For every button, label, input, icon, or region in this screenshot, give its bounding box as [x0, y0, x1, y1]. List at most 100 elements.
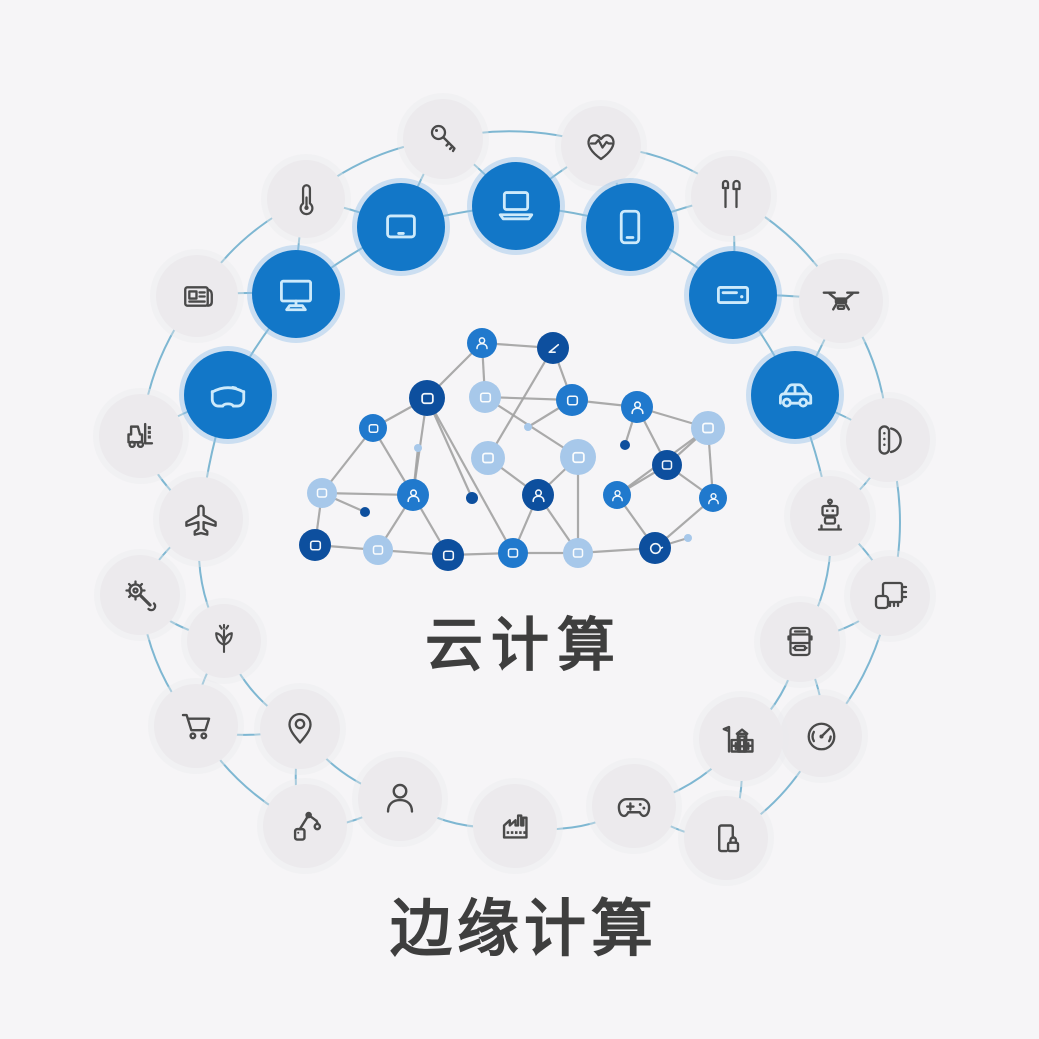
key-node [403, 99, 483, 179]
person-glyph-icon [707, 492, 719, 504]
monitor-icon [280, 279, 312, 312]
drone-node [799, 259, 883, 343]
cloud-node [432, 539, 464, 571]
cloud-node [299, 529, 331, 561]
heart-pulse-node [561, 106, 641, 186]
heart-pulse-icon [587, 134, 615, 161]
location-pin-node [260, 689, 340, 769]
game-controller-icon [617, 798, 651, 818]
tools-icon [721, 179, 741, 209]
cloud-node [560, 439, 596, 475]
car-icon [779, 383, 813, 408]
cloud-computing-label: 云计算 [424, 613, 624, 678]
slash-glyph-icon [547, 343, 559, 353]
crop-plant-node [187, 604, 261, 678]
server-node [689, 251, 777, 339]
smartphone-icon [619, 209, 641, 245]
smartwatch-icon [878, 425, 902, 455]
gear-wrench-node [100, 555, 180, 635]
square-glyph-icon [572, 548, 584, 558]
cloud-node [414, 444, 422, 452]
chip-icon [874, 581, 908, 610]
edge-computing-label: 边缘计算 [389, 895, 659, 964]
vr-headset-icon [210, 386, 246, 408]
location-pin-icon [288, 712, 312, 744]
cloud-node [621, 391, 653, 423]
airplane-icon [185, 504, 217, 536]
smartphone-node [586, 183, 674, 271]
person-icon [386, 783, 414, 813]
cloud-node [467, 328, 497, 358]
cloud-node [471, 441, 505, 475]
cloud-edge [426, 397, 514, 554]
square-glyph-icon [661, 460, 673, 470]
square-glyph-icon [372, 545, 384, 555]
cloud-node [563, 538, 593, 568]
cloud-node [469, 381, 501, 413]
drone-icon [822, 291, 860, 311]
square-glyph-icon [309, 539, 321, 551]
cloud-node [603, 481, 631, 509]
crop-plant-icon [215, 623, 233, 654]
factory-node [473, 784, 557, 868]
square-glyph-icon [479, 391, 491, 403]
robot-arm-icon [293, 811, 322, 841]
server-icon [717, 286, 749, 304]
robot-arm-node [263, 784, 347, 868]
square-glyph-icon [420, 392, 434, 404]
cloud-node [307, 478, 337, 508]
tablet-node [357, 183, 445, 271]
game-controller-node [592, 764, 676, 848]
cloud-node [522, 479, 554, 511]
forklift-node [99, 394, 183, 478]
square-glyph-icon [507, 548, 519, 558]
square-glyph-icon [482, 452, 494, 464]
cloud-node [537, 332, 569, 364]
square-glyph-icon [566, 394, 578, 406]
robot-node [790, 476, 870, 556]
robot-icon [817, 498, 843, 531]
tablet-icon [386, 214, 416, 239]
document-lock-icon [718, 824, 740, 853]
thermometer-icon [299, 183, 313, 215]
shopping-cart-node [154, 684, 238, 768]
square-glyph-icon [316, 488, 328, 498]
gauge-icon [807, 722, 835, 750]
cloud-node [397, 479, 429, 511]
newspaper-node [156, 255, 238, 337]
cloud-node [639, 532, 671, 564]
person-glyph-icon [531, 488, 545, 502]
person-glyph-icon [406, 488, 420, 502]
bus-icon [787, 626, 813, 657]
square-glyph-icon [442, 549, 454, 561]
person-glyph-icon [630, 400, 644, 414]
cloud-node [409, 380, 445, 416]
gear-wrench-icon [125, 580, 157, 612]
square-glyph-icon [368, 423, 378, 433]
cloud-node [556, 384, 588, 416]
circle-glyph-icon [649, 542, 663, 554]
school-icon [722, 725, 754, 753]
square-glyph-icon [702, 422, 714, 434]
cloud-node [466, 492, 478, 504]
cloud-edge [487, 347, 554, 459]
cloud-node [691, 411, 725, 445]
airplane-node [159, 477, 243, 561]
document-lock-node [684, 796, 768, 880]
cloud-node [684, 534, 692, 542]
cloud-node [699, 484, 727, 512]
person-node [358, 757, 442, 841]
cloud-node [359, 414, 387, 442]
factory-icon [502, 814, 528, 839]
cloud-node [363, 535, 393, 565]
cloud-node [620, 440, 630, 450]
laptop-icon [498, 191, 534, 221]
person-glyph-icon [611, 489, 623, 501]
cloud-node [360, 507, 370, 517]
tools-node [691, 156, 771, 236]
newspaper-icon [183, 285, 213, 307]
gauge-node [780, 695, 862, 777]
laptop-node [472, 162, 560, 250]
school-node [699, 697, 783, 781]
chip-node [850, 556, 930, 636]
